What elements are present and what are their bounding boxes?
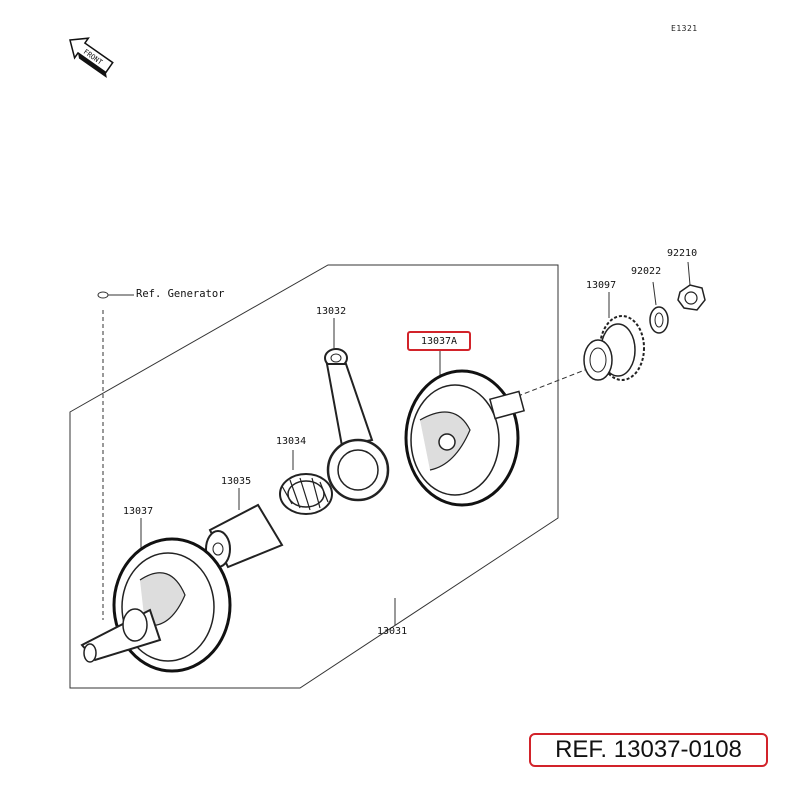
crank-pin-13035 (205, 503, 284, 569)
part-label-13032[interactable]: 13032 (316, 306, 347, 317)
connecting-rod-13032 (324, 348, 390, 502)
reference-number-box: REF. 13037-0108 (529, 733, 768, 767)
washer-92022 (649, 306, 669, 334)
front-arrow-icon: FRONT (69, 37, 114, 79)
part-label-13031[interactable]: 13031 (377, 626, 408, 637)
part-label-13037A-highlighted[interactable]: 13037A (407, 331, 471, 351)
leader-lines (140, 261, 691, 625)
assembly-outline (69, 264, 559, 689)
diagram-code: E1321 (671, 24, 698, 33)
ref-generator-leader (97, 291, 134, 620)
part-label-13035[interactable]: 13035 (221, 476, 252, 487)
part-label-92022[interactable]: 92022 (631, 266, 662, 277)
nut-92210 (677, 284, 706, 311)
part-label-13034[interactable]: 13034 (276, 436, 307, 447)
part-label-13097[interactable]: 13097 (586, 280, 617, 291)
gear-13097 (583, 315, 645, 381)
part-label-13037[interactable]: 13037 (123, 506, 154, 517)
flywheel-13037A (404, 369, 525, 507)
part-label-92210[interactable]: 92210 (667, 248, 698, 259)
flywheel-13037 (80, 537, 232, 673)
bearing-13034 (279, 473, 333, 515)
ref-generator-label: Ref. Generator (136, 288, 225, 300)
